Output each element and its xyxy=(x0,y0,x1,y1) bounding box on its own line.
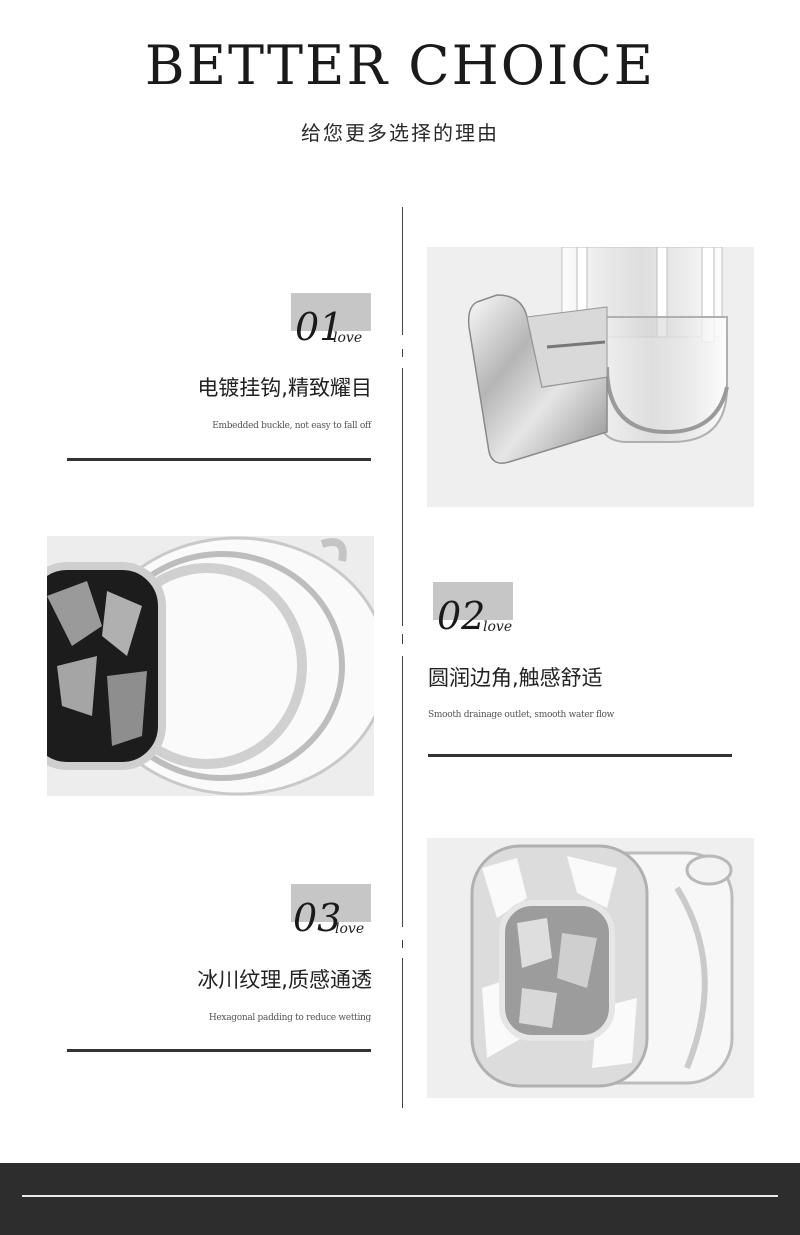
divider-line xyxy=(402,940,403,948)
page-subtitle: 给您更多选择的理由 xyxy=(301,121,499,145)
divider-line xyxy=(402,656,403,927)
feature-number-03: 03 love xyxy=(291,884,391,938)
feature-rule xyxy=(428,754,732,757)
feature-title: 电镀挂钩,精致耀目 xyxy=(197,376,372,400)
feature-title: 圆润边角,触感舒适 xyxy=(428,666,603,690)
product-image-suction-cup xyxy=(47,536,374,796)
divider-line xyxy=(402,207,403,335)
feature-subtitle: Smooth drainage outlet, smooth water flo… xyxy=(428,710,615,720)
feature-number-01: 01 love xyxy=(291,293,391,347)
feature-rule xyxy=(67,1049,371,1052)
divider-line xyxy=(402,349,403,357)
divider-line xyxy=(402,958,403,1108)
product-image-ice-texture xyxy=(427,838,754,1098)
divider-line xyxy=(402,368,403,626)
footer-line xyxy=(22,1195,778,1197)
divider-line xyxy=(402,634,403,644)
feature-rule xyxy=(67,458,371,461)
feature-subtitle: Embedded buckle, not easy to fall off xyxy=(212,421,371,431)
footer-bar xyxy=(0,1163,800,1235)
feature-number-02: 02 love xyxy=(433,582,533,636)
product-image-hook xyxy=(427,247,754,507)
page-title: BETTER CHOICE xyxy=(144,34,656,97)
feature-title: 冰川纹理,质感通透 xyxy=(197,968,372,992)
feature-subtitle: Hexagonal padding to reduce wetting xyxy=(208,1013,371,1023)
